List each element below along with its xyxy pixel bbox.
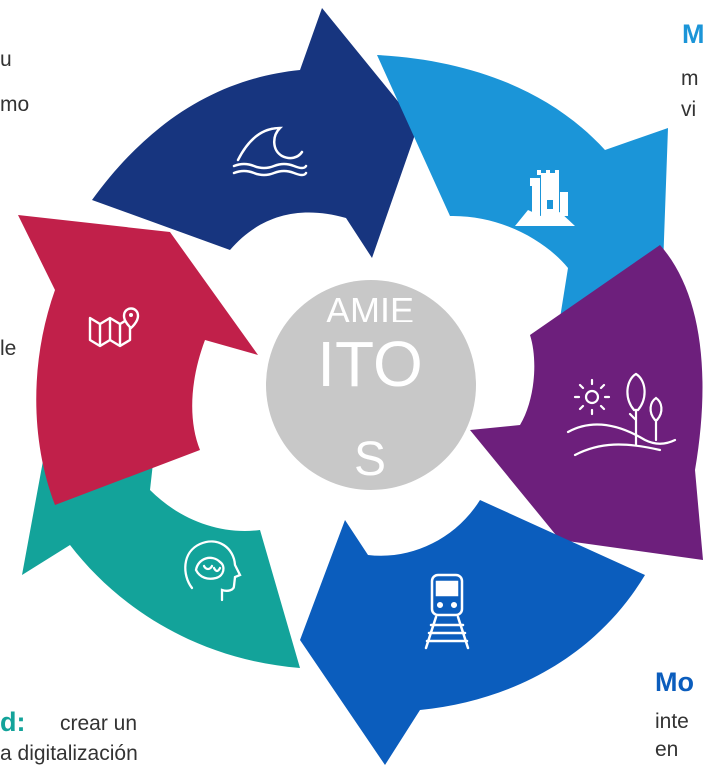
segment-navy-arrow	[92, 8, 418, 258]
segment-crimson-arrow	[18, 215, 258, 505]
heading-bottom-left: d:	[0, 707, 26, 737]
segment-blue-arrow	[300, 500, 645, 765]
castle-icon	[515, 170, 575, 226]
wave-icon	[232, 126, 308, 177]
heading-bottom-right: Mo	[655, 667, 694, 697]
text-top-right-line2: vi	[681, 98, 697, 121]
segment-teal-arrow	[22, 445, 300, 668]
center-label-line2: ITO	[317, 328, 423, 400]
head-brain-icon	[184, 540, 242, 602]
map-pin-icon	[88, 307, 140, 348]
center-label-line1: AMIE	[325, 290, 414, 322]
center-label-line3: S	[353, 433, 386, 486]
segment-sky-arrow	[377, 55, 668, 318]
text-bottom-left-line1: crear un	[60, 712, 138, 735]
train-icon	[424, 573, 470, 650]
landscape-sun-tree-icon	[566, 372, 677, 457]
segment-purple-arrow	[470, 245, 703, 560]
heading-top-right: M	[682, 19, 703, 49]
text-top-right-line1: m	[681, 67, 699, 90]
center-circle	[266, 280, 476, 490]
text-mid-left: le	[0, 337, 17, 360]
text-bottom-left-line2: a digitalización	[0, 742, 138, 765]
text-bottom-right-line1: inte	[655, 710, 689, 733]
text-top-left-line2: mo	[0, 93, 30, 116]
text-top-left-line1: u	[0, 48, 12, 71]
text-bottom-right-line2: en	[655, 738, 679, 761]
